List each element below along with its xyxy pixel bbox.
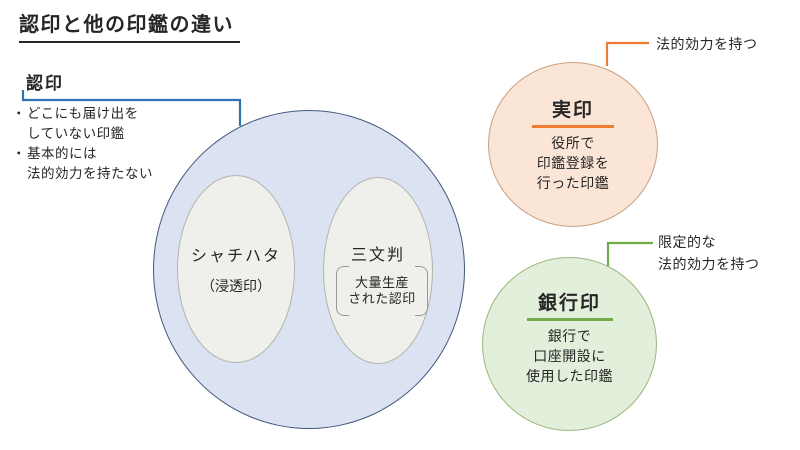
ginkoin-desc-line: 口座開設に xyxy=(533,347,606,364)
mitomein-note-line: していない印鑑 xyxy=(12,124,153,144)
page-title: 認印と他の印鑑の違い xyxy=(19,8,240,43)
bullet-marker: ・ xyxy=(12,106,26,121)
jitsuin-title: 実印 xyxy=(551,100,594,121)
jitsuin-title-underline xyxy=(532,125,614,128)
shachihata-subtitle: （浸透印） xyxy=(201,278,271,294)
mitomein-heading: 認印 xyxy=(26,74,64,93)
mitomein-notes: ・ どこにも届け出を していない印鑑 ・ 基本的には 法的効力を持たない xyxy=(12,104,153,184)
jitsuin-desc-line: 役所で xyxy=(551,134,595,151)
jitsuin-desc-line: 行った印鑑 xyxy=(536,174,610,191)
bullet-marker xyxy=(12,164,27,184)
note-text: 法的効力を持たない xyxy=(27,166,153,181)
mitomein-note-line: ・ どこにも届け出を xyxy=(12,104,153,124)
ginkoin-desc-line: 使用した印鑑 xyxy=(526,367,613,384)
mitomein-note-line: 法的効力を持たない xyxy=(12,164,153,184)
note-text: していない印鑑 xyxy=(27,126,125,141)
shachihata-ellipse: シャチハタ （浸透印） xyxy=(177,175,295,363)
jitsuin-callout-label: 法的効力を持つ xyxy=(656,36,758,52)
right-bracket-icon xyxy=(415,266,428,316)
sanmonban-note-bracket: 大量生産 された認印 xyxy=(336,266,428,316)
ginkoin-title-underline xyxy=(526,318,613,321)
left-bracket-icon xyxy=(336,266,349,316)
sanmonban-note-line: された認印 xyxy=(348,291,416,306)
sanmonban-title: 三文判 xyxy=(350,247,405,264)
bullet-marker: ・ xyxy=(12,146,26,161)
ginkoin-callout-label: 限定的な 法的効力を持つ xyxy=(658,231,760,275)
ginkoin-title: 銀行印 xyxy=(537,293,601,314)
mitomein-note-line: ・ 基本的には xyxy=(12,144,153,164)
jitsuin-desc-line: 印鑑登録を xyxy=(536,154,610,171)
ginkoin-desc-line: 銀行で xyxy=(547,327,592,344)
ginkoin-callout-line-text: 限定的な xyxy=(658,234,716,250)
jitsuin-callout-line xyxy=(605,41,649,66)
ginkoin-callout-line-text: 法的効力を持つ xyxy=(658,256,760,272)
note-text: 基本的には xyxy=(27,146,97,161)
note-text: どこにも届け出を xyxy=(27,106,139,121)
bullet-marker xyxy=(12,124,27,144)
ginkoin-callout-line xyxy=(606,241,653,266)
shachihata-title: シャチハタ xyxy=(190,248,281,265)
jitsuin-circle: 実印 役所で 印鑑登録を 行った印鑑 xyxy=(488,62,658,227)
sanmonban-note-line: 大量生産 xyxy=(354,274,409,290)
ginkoin-circle: 銀行印 銀行で 口座開設に 使用した印鑑 xyxy=(482,257,657,431)
